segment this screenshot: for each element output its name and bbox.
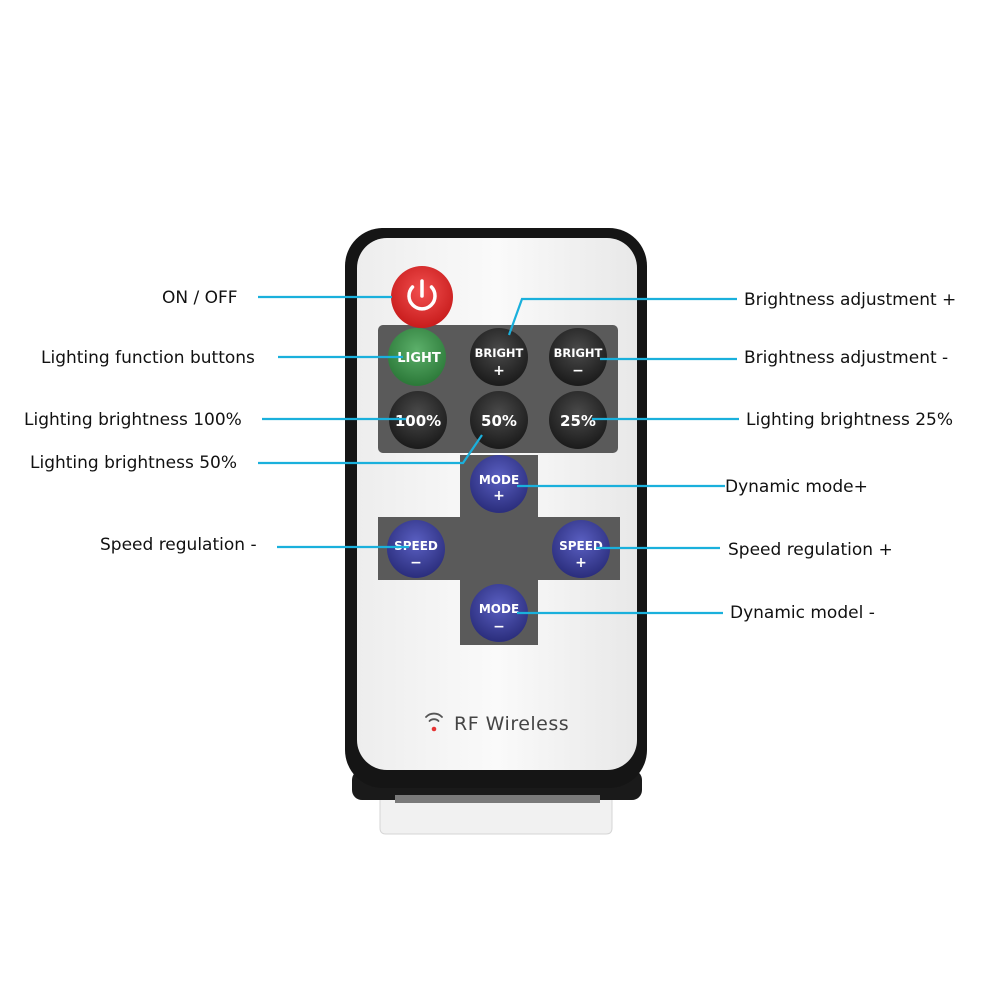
light-button-label: LIGHT: [397, 351, 441, 366]
mode-minus-label: MODE: [479, 602, 519, 616]
wifi-icon: [425, 712, 443, 732]
callout-brightness-25: Lighting brightness 25%: [746, 410, 953, 430]
speed-plus-sign: +: [575, 555, 587, 571]
callout-brightness-50: Lighting brightness 50%: [30, 453, 237, 473]
speed-minus-label: SPEED: [394, 539, 438, 553]
callout-mode-plus: Dynamic mode+: [725, 477, 868, 497]
brightness-50-button[interactable]: 50%: [470, 391, 528, 449]
power-button[interactable]: [391, 266, 453, 328]
brightness-25-label: 25%: [560, 412, 596, 430]
mode-minus-sign: −: [493, 619, 505, 635]
speed-plus-label: SPEED: [559, 539, 603, 553]
callout-mode-minus: Dynamic model -: [730, 603, 875, 623]
brightness-100-label: 100%: [395, 412, 441, 430]
brightness-minus-label: BRIGHT: [554, 346, 603, 360]
leader-brightness-50: [258, 434, 483, 465]
callout-brightness-100: Lighting brightness 100%: [24, 410, 242, 430]
mode-plus-button[interactable]: MODE +: [470, 455, 528, 513]
mode-minus-button[interactable]: MODE −: [470, 584, 528, 642]
brightness-plus-label: BRIGHT: [475, 346, 524, 360]
callout-speed-minus: Speed regulation -: [100, 535, 257, 555]
speed-plus-button[interactable]: SPEED +: [552, 520, 610, 578]
rf-wireless-brand: RF Wireless: [425, 712, 569, 735]
speed-minus-sign: −: [410, 555, 422, 571]
power-icon: [407, 279, 437, 311]
brightness-100-button[interactable]: 100%: [389, 391, 447, 449]
brightness-minus-button[interactable]: BRIGHT −: [549, 328, 607, 386]
callout-on-off: ON / OFF: [162, 288, 238, 308]
brightness-minus-sign: −: [572, 363, 584, 379]
mode-plus-label: MODE: [479, 473, 519, 487]
brightness-plus-button[interactable]: BRIGHT +: [470, 328, 528, 386]
brightness-plus-sign: +: [493, 363, 505, 379]
brightness-50-label: 50%: [481, 412, 517, 430]
callout-lighting-function: Lighting function buttons: [41, 348, 255, 368]
leader-lines: [258, 295, 739, 615]
brand-text: RF Wireless: [454, 713, 569, 735]
callout-brightness-minus: Brightness adjustment -: [744, 348, 949, 368]
leader-brightness-plus: [507, 297, 737, 336]
brightness-25-button[interactable]: 25%: [549, 391, 607, 449]
callout-brightness-plus: Brightness adjustment +: [744, 290, 957, 310]
mode-plus-sign: +: [493, 488, 505, 504]
speed-minus-button[interactable]: SPEED −: [387, 520, 445, 578]
light-button[interactable]: LIGHT: [388, 328, 446, 386]
callout-speed-plus: Speed regulation +: [728, 540, 893, 560]
